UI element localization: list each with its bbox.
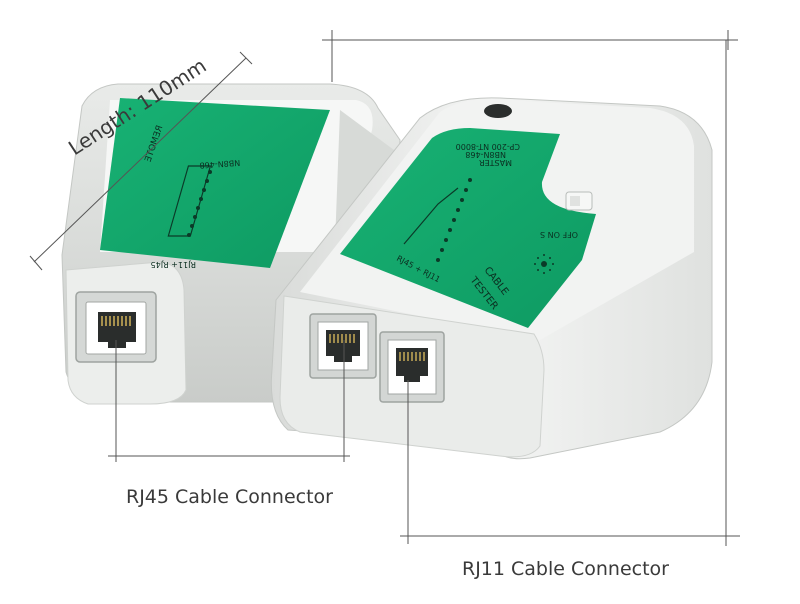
indicator-icon [534,254,554,274]
brand-logo [484,104,512,118]
remote-led [202,188,206,192]
master-rj45-port [309,313,377,379]
master-unit [270,97,713,460]
master-led [456,208,460,212]
remote-port-label: RJ11+ RJ45 [151,260,196,269]
master-led [452,218,456,222]
remote-led [190,224,194,228]
master-subtitle-text: NB8N-468 [465,150,506,159]
master-led [464,188,468,192]
dimension-lines [29,30,740,546]
remote-led [205,179,209,183]
master-led [440,248,444,252]
remote-led [193,215,197,219]
master-led-column [403,178,472,262]
master-led [460,198,464,202]
master-rj11-port [379,331,445,403]
master-led [448,228,452,232]
master-led [444,238,448,242]
master-label-panel [340,128,596,328]
switch-label-text: OFF ON S [540,230,578,239]
remote-led [199,197,203,201]
remote-led-column [167,165,212,237]
power-switch[interactable] [565,191,593,211]
rj11-caption: RJ11 Cable Connector [462,558,669,580]
remote-led [187,233,191,237]
remote-title-text: NB8N-468 [199,158,240,170]
master-model-text: CP-200 NT-8000 [456,142,520,151]
remote-led [196,206,200,210]
remote-led [208,170,212,174]
master-led [436,258,440,262]
rj45-caption: RJ45 Cable Connector [126,486,333,508]
remote-rj45-port [75,291,157,363]
remote-label-panel [100,98,330,268]
master-led [468,178,472,182]
master-title-text: MASTER [479,158,512,167]
